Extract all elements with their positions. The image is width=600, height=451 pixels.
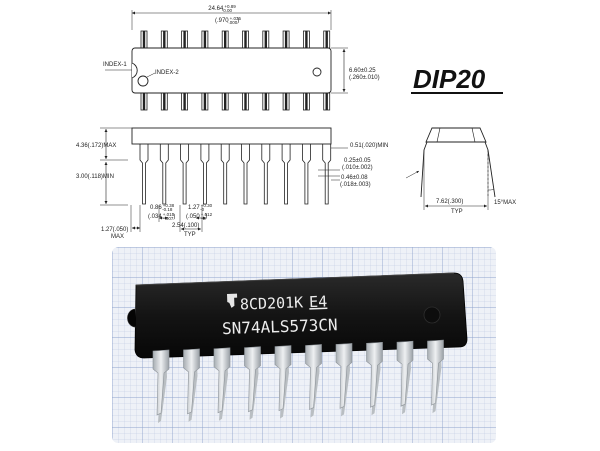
photo-lead-front (244, 346, 261, 413)
pitch-note: TYP (184, 232, 196, 238)
top-pin-lower-core (264, 93, 267, 110)
photo-lead-front (427, 339, 444, 406)
body-height-label: 4.36(.172)MAX (76, 143, 116, 149)
top-pin-lower-core (203, 93, 207, 110)
top-pin-upper-core (142, 31, 146, 48)
index-notch (131, 62, 138, 79)
width-dimension: 6.60±0.25 (349, 68, 376, 74)
index-1-mark (137, 75, 149, 87)
chip-marking-line2: SN74ALS573CN (222, 315, 338, 338)
top-pin-upper-core (224, 31, 227, 48)
top-pin-upper-core (183, 31, 186, 48)
photo-lead-front (396, 340, 414, 407)
chip-body (134, 272, 468, 359)
top-pin-lower-core (224, 93, 227, 110)
side-pin (180, 144, 189, 205)
top-pin-upper-core (203, 31, 207, 48)
photo-lead-front (183, 348, 200, 415)
end-lead-note: MAX (111, 234, 124, 240)
index-2-label: INDEX-2 (155, 70, 179, 76)
side-pin (261, 144, 271, 205)
top-pin-upper-core (163, 31, 166, 48)
row-spacing-label: 7.62(.300) (436, 199, 463, 205)
shoulder-width-inch-label: (.034+.015-.007) (148, 212, 175, 221)
top-pin-upper-core (244, 31, 247, 48)
length-inch-dimension: (.970+.035-.000) (215, 16, 242, 25)
end-view (405, 127, 496, 210)
index-2-mark (312, 67, 322, 77)
top-pin-lower-core (142, 93, 146, 110)
width-inch-dimension: (.260±.010) (349, 75, 380, 81)
top-pin-lower-core (163, 93, 166, 110)
top-view-pins-upper (140, 30, 331, 49)
pin-wide-label: 1.27+0.30-0 (188, 203, 213, 212)
side-pin (281, 144, 291, 205)
dip20-package-drawing: 24.64+0.89-0.00 (.970+.035-.000) INDEX-1… (76, 4, 516, 240)
side-pin (322, 144, 332, 205)
end-view-body (425, 127, 487, 143)
photo-lead-front (366, 341, 383, 408)
photo-lead-front (152, 349, 170, 416)
angle-label: 15°MAX (494, 200, 516, 206)
top-pin-upper-core (284, 31, 288, 48)
end-view-right-lead (484, 141, 496, 198)
side-pin (302, 144, 311, 205)
top-view (105, 10, 348, 94)
pin-wide-inch-label: (.050+.012-0) (186, 212, 213, 221)
lead-width-inch-label: (.018±.003) (340, 182, 371, 188)
top-pin-lower-core (325, 93, 328, 110)
top-pin-lower-core (305, 93, 308, 110)
top-pin-lower-core (183, 93, 186, 110)
side-pin (200, 144, 210, 205)
photo-lead-front (213, 347, 231, 414)
chip-leads-front-row (152, 339, 444, 416)
side-view (100, 127, 348, 232)
lead-thickness-label: 0.25±0.05 (344, 158, 371, 164)
top-view-pins-lower (140, 92, 331, 111)
side-pin (241, 144, 250, 205)
length-dimension: 24.64+0.89-0.00 (208, 4, 236, 13)
photo-lead-front (274, 345, 292, 412)
top-pin-lower-core (284, 93, 288, 110)
pin1-dimple (423, 306, 441, 324)
side-pin (159, 144, 169, 205)
package-title: DIP20 (413, 64, 486, 94)
standoff-label: 0.51(.020)MIN (350, 143, 388, 149)
chip-notch (127, 308, 137, 328)
top-pin-upper-core (305, 31, 308, 48)
lead-width-label: 0.46±0.08 (341, 175, 368, 181)
top-pin-upper-core (264, 31, 267, 48)
shoulder-width-label: 0.86+0.38-0.18 (150, 203, 175, 212)
side-view-body (131, 127, 332, 145)
side-pin (139, 144, 149, 205)
index-1-label: INDEX-1 (103, 62, 127, 68)
lead-thickness-inch-label: (.010±.002) (342, 165, 373, 171)
pin-length-label: 3.00(.118)MIN (76, 174, 114, 180)
top-pin-upper-core (325, 31, 328, 48)
row-spacing-note: TYP (451, 209, 463, 215)
end-lead-label: 1.27(.050) (101, 227, 128, 233)
top-pin-lower-core (244, 93, 247, 110)
photo-lead-front (305, 344, 322, 410)
photo-lead-front (335, 343, 353, 409)
pitch-label: 2.54(.100) (172, 223, 199, 229)
side-pin (220, 144, 230, 205)
side-view-pins (139, 144, 332, 205)
ti-logo-icon (227, 293, 238, 308)
